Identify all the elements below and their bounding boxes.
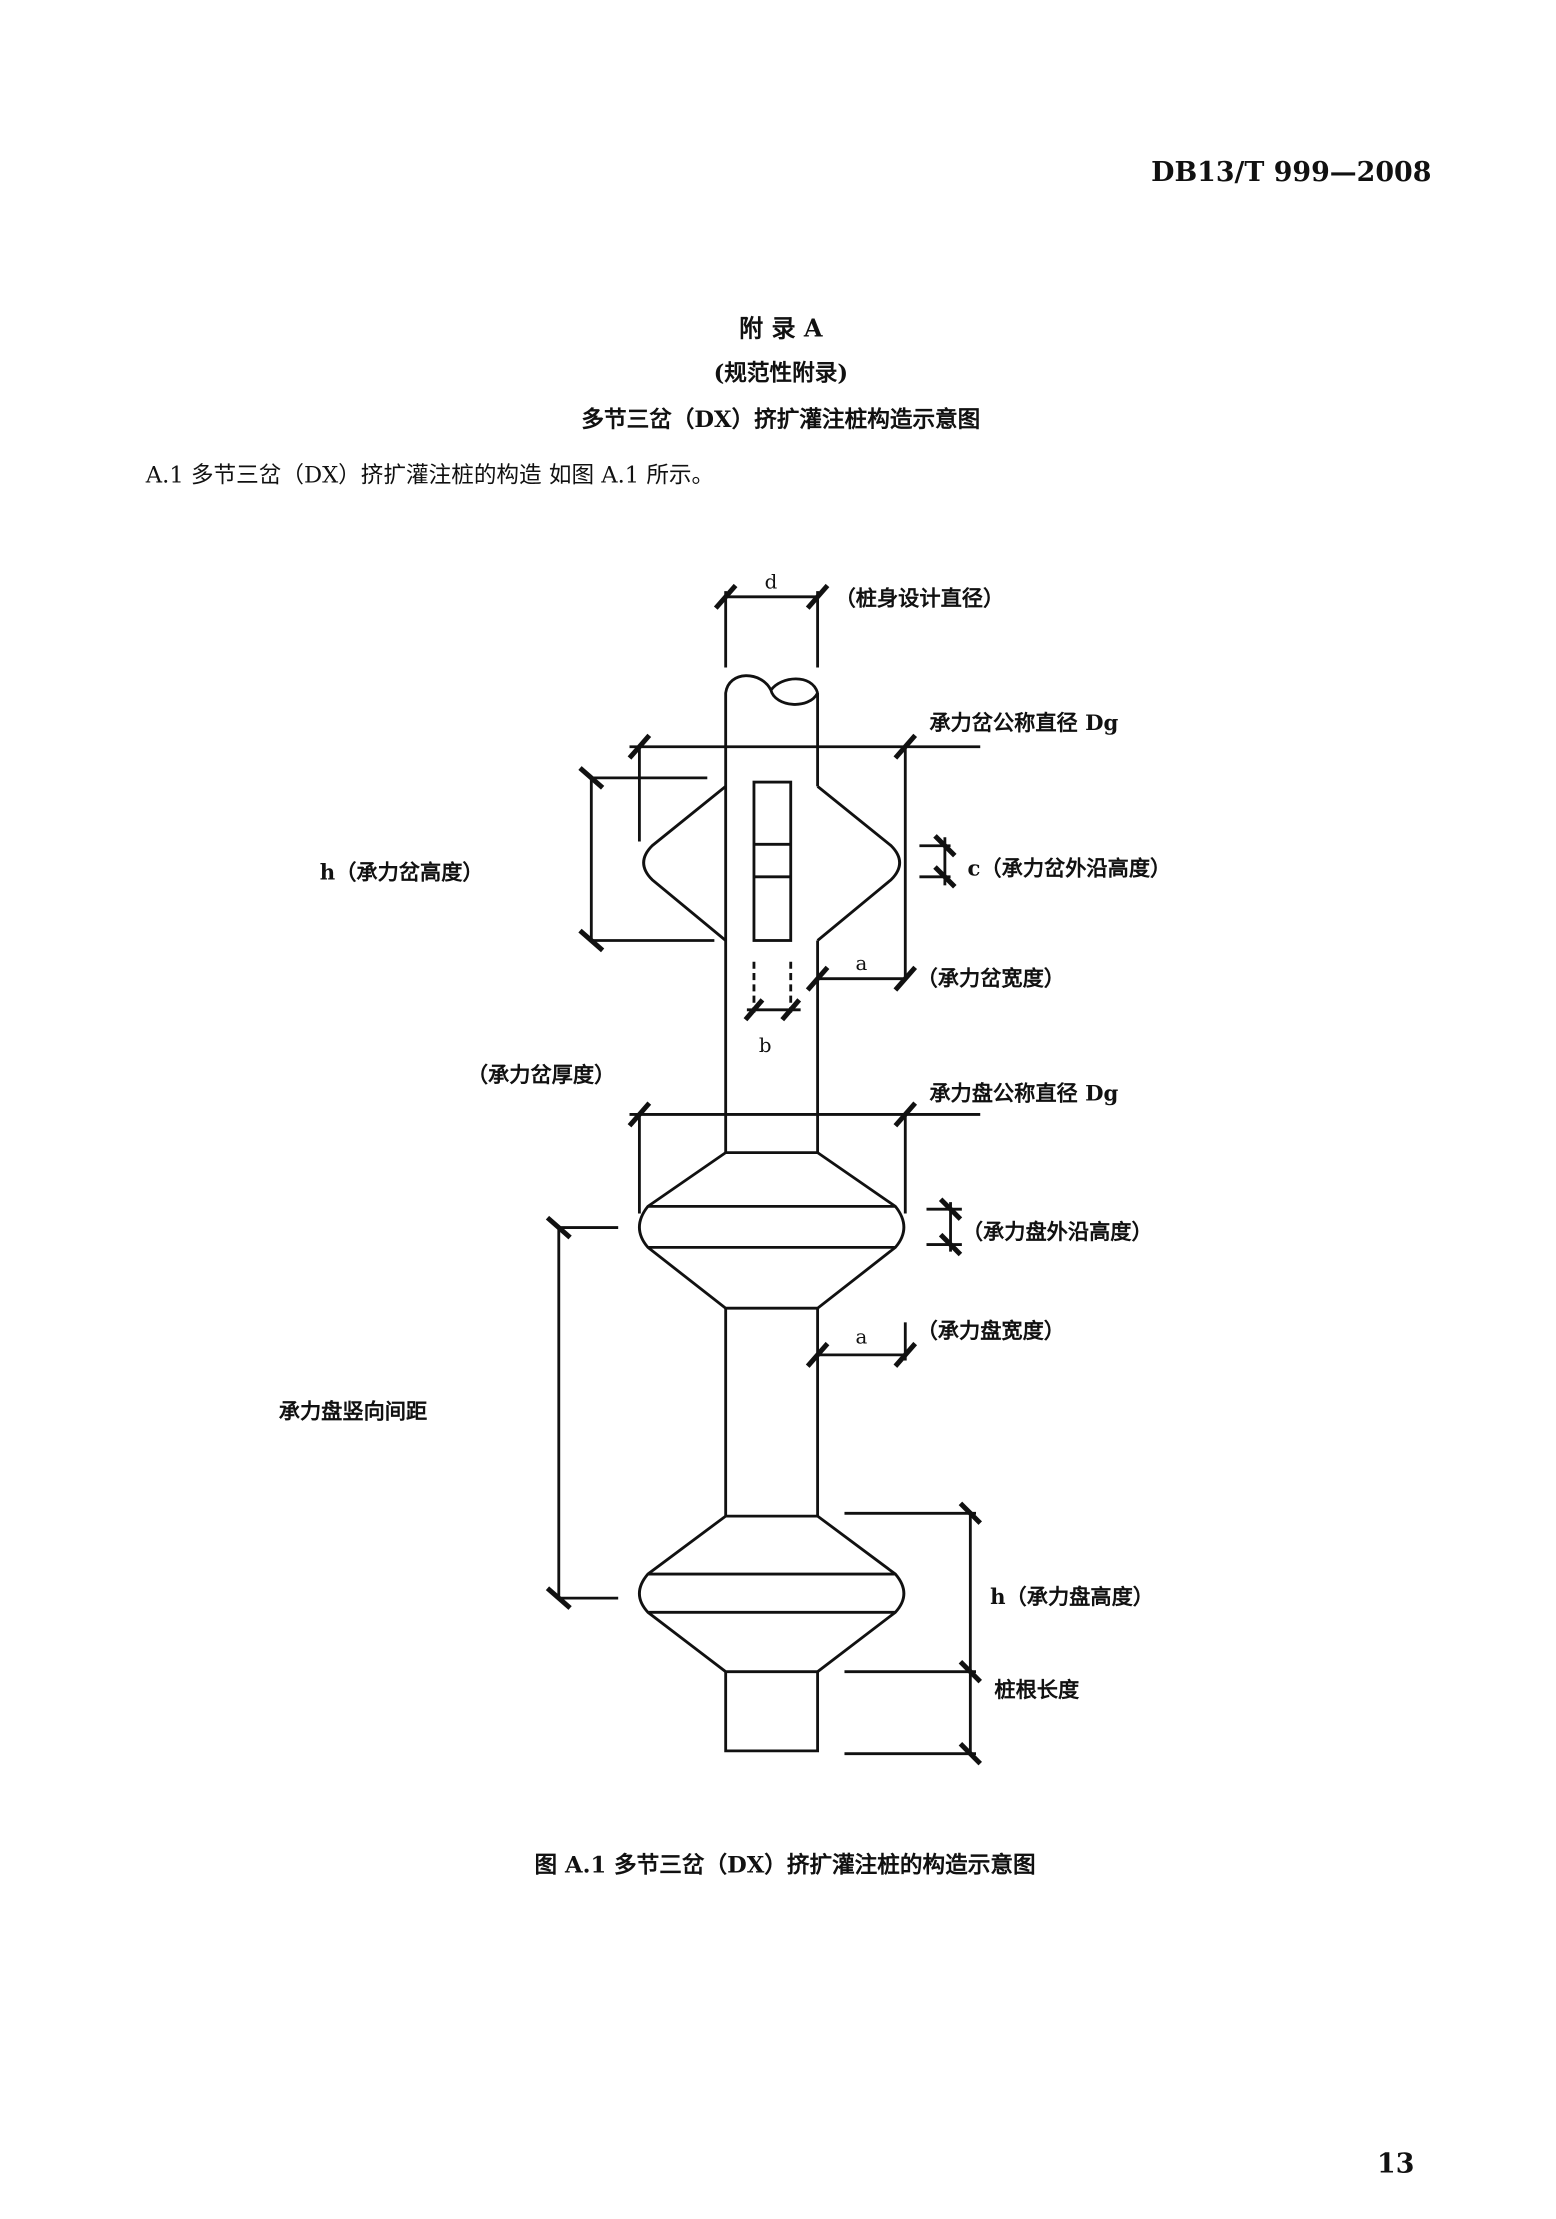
clause-text: A.1 多节三岔（DX）挤扩灌注桩的构造 如图 A.1 所示。 <box>145 462 714 488</box>
label-plate-dg: 承力盘公称直径 Dg <box>929 1080 1118 1106</box>
label-a-plate: a <box>856 1326 868 1349</box>
label-branch-h: h（承力岔高度） <box>320 860 484 886</box>
label-branch-thickness: （承力岔厚度） <box>467 1062 615 1088</box>
page-number: 13 <box>1377 2148 1414 2179</box>
label-plate-h: h（承力盘高度） <box>990 1584 1154 1610</box>
appendix-title: 多节三岔（DX）挤扩灌注桩构造示意图 <box>581 406 980 433</box>
branch-right <box>816 785 902 942</box>
appendix-type: (规范性附录) <box>714 359 848 386</box>
label-a-branch: a <box>856 952 868 975</box>
pile-root <box>724 1671 820 1753</box>
label-branch-dg: 承力岔公称直径 Dg <box>929 710 1118 736</box>
label-plate-edge-height: （承力盘外沿高度） <box>962 1219 1153 1245</box>
label-root-length: 桩根长度 <box>994 1677 1080 1703</box>
appendix-heading: 附 录 A <box>739 314 823 343</box>
standard-number: DB13/T 999—2008 <box>1151 157 1431 188</box>
pile-shaft-upper <box>724 674 820 1153</box>
branch-front <box>752 780 793 942</box>
label-pile-diameter: （桩身设计直径） <box>835 585 1005 611</box>
bearing-plate-2 <box>637 1514 906 1674</box>
label-b: b <box>759 1034 772 1057</box>
pile-diagram: d （桩身设计直径） 承力岔公称直径 Dg b a （承力岔宽度） c（承力岔外… <box>279 570 1172 1766</box>
bearing-plate-1 <box>637 1151 906 1310</box>
label-plate-spacing: 承力盘竖向间距 <box>279 1399 427 1425</box>
label-branch-width: （承力岔宽度） <box>917 966 1065 992</box>
label-plate-width: （承力盘宽度） <box>917 1318 1065 1344</box>
label-d: d <box>765 570 778 593</box>
figure-caption: 图 A.1 多节三岔（DX）挤扩灌注桩的构造示意图 <box>535 1852 1036 1879</box>
label-branch-c: c（承力岔外沿高度） <box>968 855 1172 881</box>
branch-left <box>642 785 727 942</box>
